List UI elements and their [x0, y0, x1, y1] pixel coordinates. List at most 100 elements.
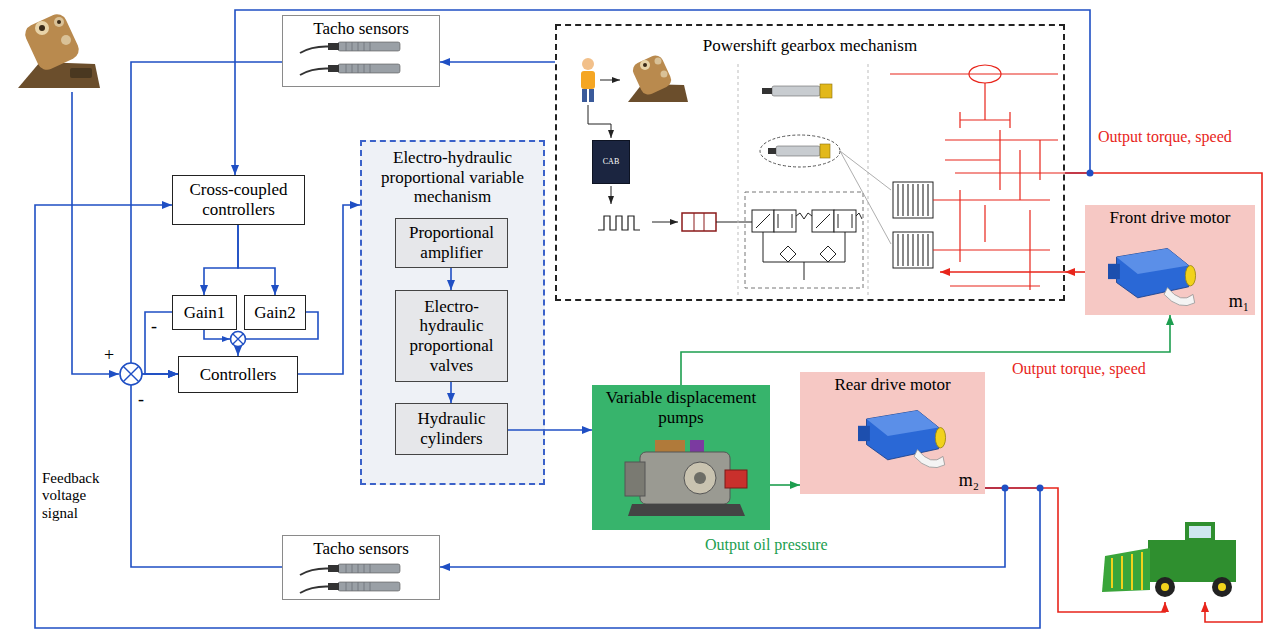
cotton-harvester-illustration: [1185, 522, 1215, 542]
tacho-sensor-icon: [346, 42, 370, 51]
summing-junction: [123, 366, 139, 382]
joystick-photo: [643, 63, 647, 67]
solenoid-symbol: [694, 213, 704, 231]
label-anchor: Output oil pressure: [705, 536, 828, 554]
wire: [716, 222, 752, 223]
pump-illustration: [684, 462, 716, 494]
label-anchor: Output torque, speed: [1012, 360, 1146, 378]
gearbox-schematic: [1000, 130, 1040, 200]
cotton-harvester-illustration: [1161, 583, 1169, 591]
controller-box: Controllers: [178, 356, 298, 393]
node-fill: [244, 295, 306, 330]
joystick-photo: [630, 53, 673, 97]
node-fill: [800, 372, 985, 494]
section-divider: [738, 64, 868, 298]
tacho-sensor-icon: [300, 586, 328, 593]
hydraulic-motor-illustration: [1108, 249, 1196, 306]
connector: [681, 315, 1170, 385]
junction-dot: [1002, 485, 1009, 492]
node-fill: [178, 356, 298, 393]
node-title: Hydraulic cylinders: [402, 409, 501, 448]
pressure-sensor-icon: [768, 148, 776, 154]
sensor-box: Tacho sensors: [282, 15, 440, 87]
connector: [298, 205, 360, 374]
node-fill: [172, 295, 237, 330]
pump-illustration: [628, 504, 745, 516]
connector: [145, 312, 178, 374]
gain-box: Gain2: [244, 295, 306, 330]
valve-symbol: [756, 214, 852, 228]
clutch-pack: [898, 184, 928, 266]
gearbox-group: Powershift gearbox mechanismCAB: [555, 24, 1065, 301]
cotton-harvester-illustration: [1148, 540, 1236, 582]
pressure-sensor-icon: [768, 144, 830, 158]
gearbox-schematic: [945, 140, 1058, 160]
gearbox-schematic: [933, 200, 1050, 250]
node-fill: [395, 218, 508, 268]
summing-junction: [233, 334, 244, 345]
tacho-sensor-icon: [346, 64, 370, 73]
joystick-photo: [18, 11, 100, 88]
node-fill: [395, 290, 508, 382]
tacho-sensor-icon: [300, 564, 400, 575]
output-label: Output torque, speed: [1012, 360, 1146, 378]
gearbox-schematic: [890, 73, 1058, 74]
process-box: Hydraulic cylinders: [395, 403, 508, 455]
joystick-photo: [22, 11, 82, 73]
operator-figure: [581, 58, 595, 102]
valve-symbol: [796, 213, 862, 219]
connector: [450, 268, 452, 290]
hydraulic-motor-illustration: [1164, 288, 1195, 306]
node-fills: [172, 140, 1255, 530]
sign-label: -: [138, 389, 144, 410]
motor-box: Front drive motorm₁: [1085, 205, 1255, 315]
pump-illustration: [625, 462, 645, 496]
connector: [440, 61, 555, 63]
tacho-sensor-icon: [300, 568, 328, 575]
tacho-sensor-icon: [338, 582, 400, 591]
gearbox-schematic: [890, 65, 1065, 290]
node-title: Variable displacement pumps: [598, 388, 764, 427]
node-title: Tacho sensors: [313, 539, 409, 559]
torque-line: [1065, 173, 1262, 622]
valve-symbol: [834, 210, 856, 232]
summing-junction: [120, 363, 142, 385]
hydraulic-motor-illustration: [914, 450, 945, 468]
motor-box: Rear drive motorm₂: [800, 372, 985, 494]
signal-wire: [72, 92, 119, 374]
flow-arrow: [652, 222, 678, 223]
solenoid-symbol: [682, 213, 716, 231]
gain-box: Gain1: [172, 295, 237, 330]
joystick-photo: [57, 20, 61, 24]
output-label: Output torque, speed: [1098, 128, 1232, 146]
connector: [131, 374, 282, 567]
flow-arrow: [611, 186, 612, 204]
hydraulic-motor-illustration: [867, 411, 939, 460]
operator-figure: [581, 71, 595, 89]
valve-symbol: [774, 210, 796, 232]
operator-figure: [582, 58, 594, 70]
node-fill: [592, 385, 770, 530]
node-fill: [360, 140, 545, 485]
node-title: Gain2: [254, 303, 296, 323]
sign-label: +: [104, 345, 114, 366]
tacho-sensor-icon: [300, 582, 400, 593]
tacho-sensor-icon: [300, 64, 400, 75]
summing-junction: [120, 363, 142, 385]
joystick-photo: [628, 53, 688, 102]
tacho-sensor-icon: [338, 42, 400, 51]
tacho-sensor-icon: [300, 42, 400, 53]
process-box: Electro-hydraulic proportional valves: [395, 290, 508, 382]
gearbox-schematic: [960, 83, 1010, 128]
node-title: Electro-hydraulic proportional valves: [402, 297, 501, 375]
pump-box: Variable displacement pumps: [592, 385, 770, 530]
controller-box: Cross-coupled controllers: [172, 175, 305, 225]
hydraulic-motor-illustration: [935, 428, 945, 448]
junction-dot: [1087, 170, 1094, 177]
pressure-sensor-icon: [820, 84, 832, 98]
hydraulic-motor-illustration: [1117, 249, 1189, 275]
gearbox-schematic: [960, 190, 1030, 290]
label-anchor: Output torque, speed: [1098, 128, 1232, 146]
mechanism-group: Electro-hydraulic proportional variable …: [360, 140, 545, 485]
pressure-sensor-icon: [762, 88, 772, 94]
